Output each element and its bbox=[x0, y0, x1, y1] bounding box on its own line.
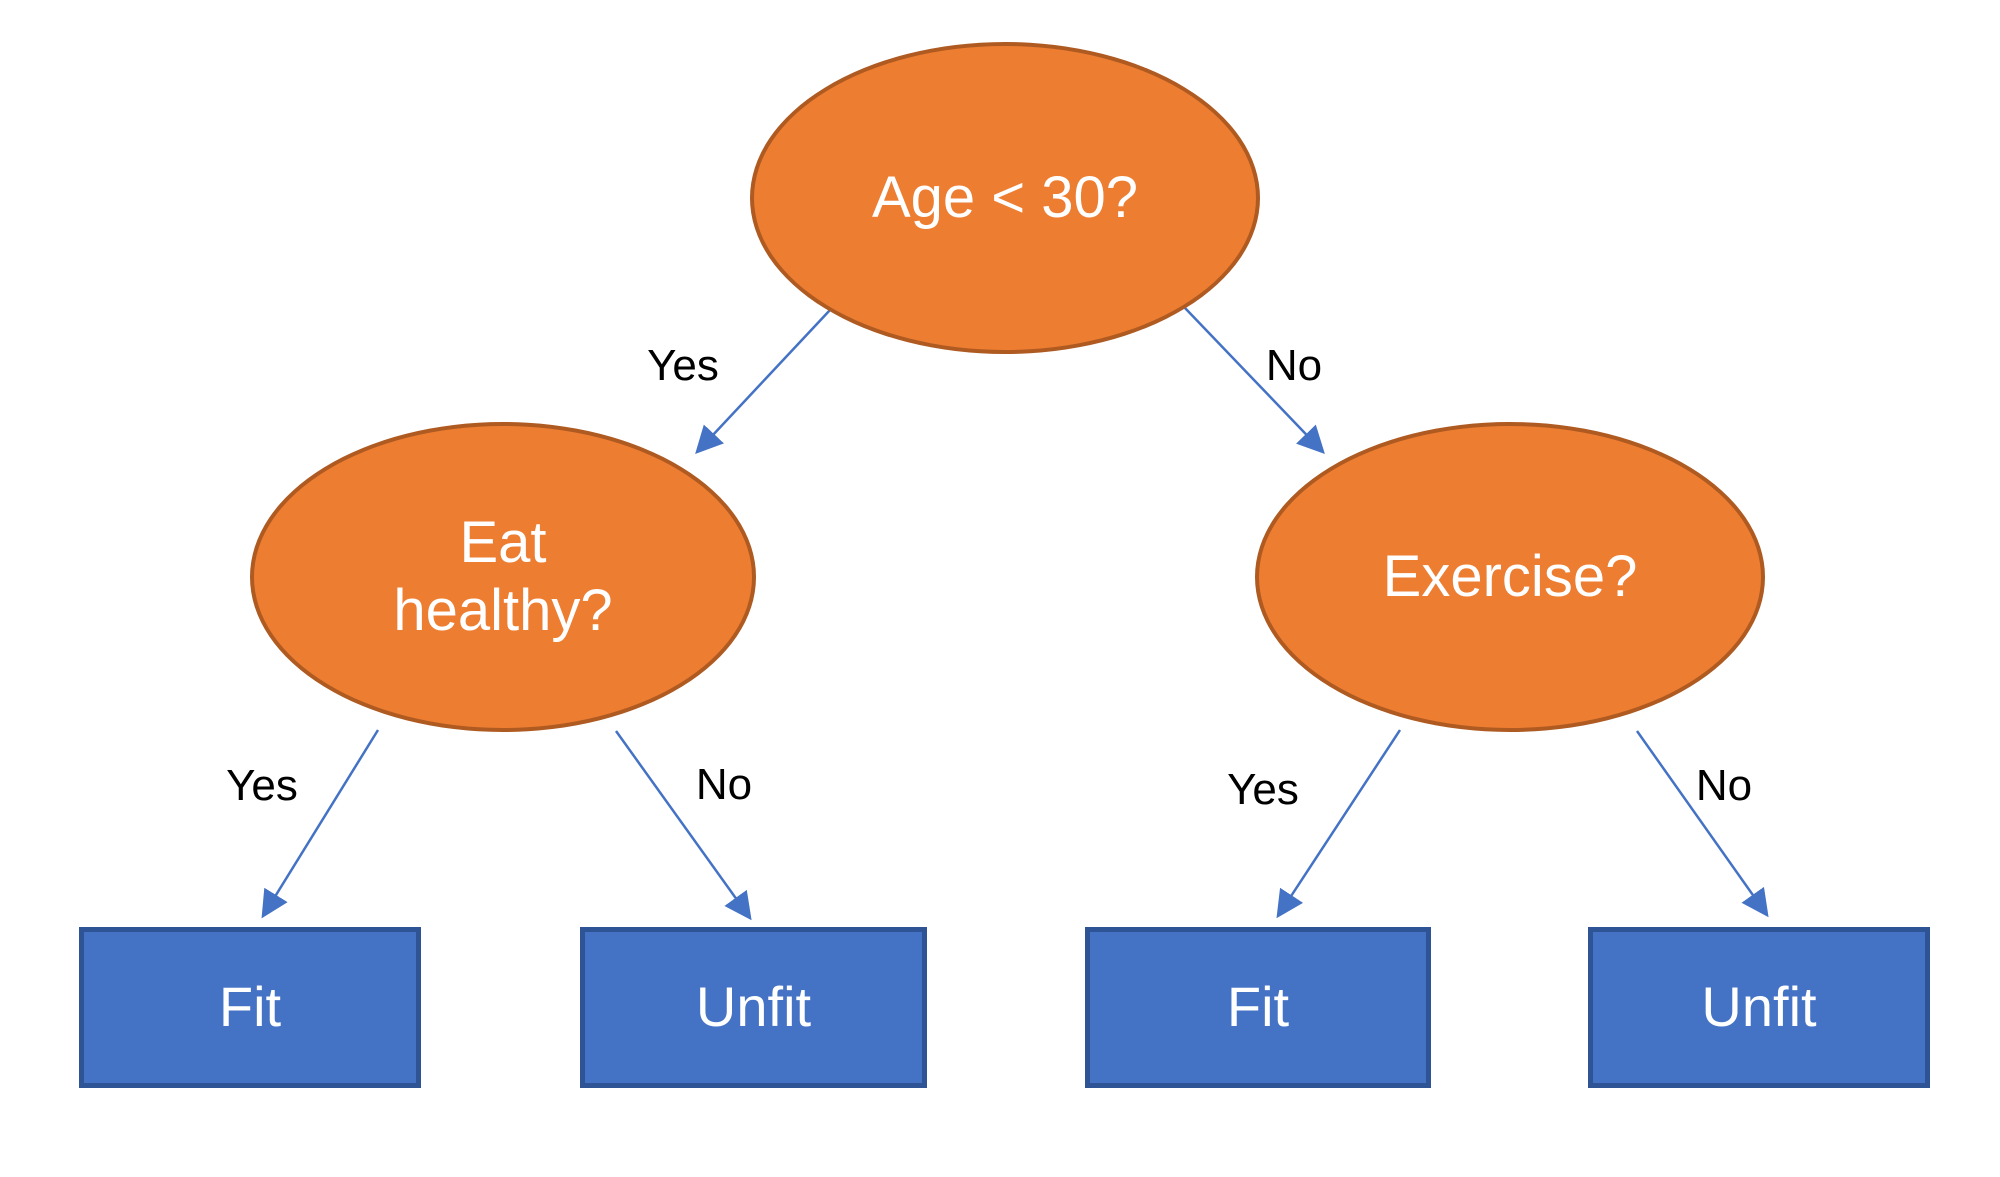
edge-eathealthy-no-arrow bbox=[614, 730, 752, 921]
leaf-node-fit-1: Fit bbox=[79, 927, 421, 1088]
leaf-node-unfit-2: Unfit bbox=[1588, 927, 1930, 1088]
decision-node-exercise-label: Exercise? bbox=[1382, 543, 1638, 609]
decision-node-exercise: Exercise? bbox=[1255, 422, 1765, 732]
edge-label-root-yes: Yes bbox=[647, 341, 719, 390]
leaf-node-fit-2-label: Fit bbox=[1226, 975, 1290, 1039]
edge-exercise-no-arrow bbox=[1635, 730, 1769, 918]
decision-node-age-label: Age < 30? bbox=[871, 164, 1139, 230]
edge-root-no-arrow bbox=[1184, 307, 1325, 454]
leaf-node-unfit-1-label: Unfit bbox=[695, 975, 812, 1039]
decision-node-eat-healthy-label: Eat healthy? bbox=[393, 509, 613, 643]
edge-exercise-yes-arrow bbox=[1276, 729, 1402, 919]
edge-label-exercise-yes: Yes bbox=[1227, 765, 1299, 814]
decision-node-eat-healthy: Eat healthy? bbox=[250, 422, 756, 732]
edge-eathealthy-yes-arrow bbox=[261, 729, 380, 919]
edge-label-exercise-no: No bbox=[1695, 761, 1753, 810]
edge-label-root-no: No bbox=[1265, 341, 1323, 390]
leaf-node-fit-1-label: Fit bbox=[218, 975, 282, 1039]
leaf-node-unfit-1: Unfit bbox=[580, 927, 927, 1088]
leaf-node-unfit-2-label: Unfit bbox=[1701, 975, 1817, 1039]
edge-label-eathealthy-yes: Yes bbox=[226, 761, 298, 810]
edge-root-yes-arrow bbox=[695, 309, 831, 455]
leaf-node-fit-2: Fit bbox=[1085, 927, 1431, 1088]
edge-label-eathealthy-no: No bbox=[695, 760, 753, 809]
decision-node-age: Age < 30? bbox=[750, 42, 1260, 354]
